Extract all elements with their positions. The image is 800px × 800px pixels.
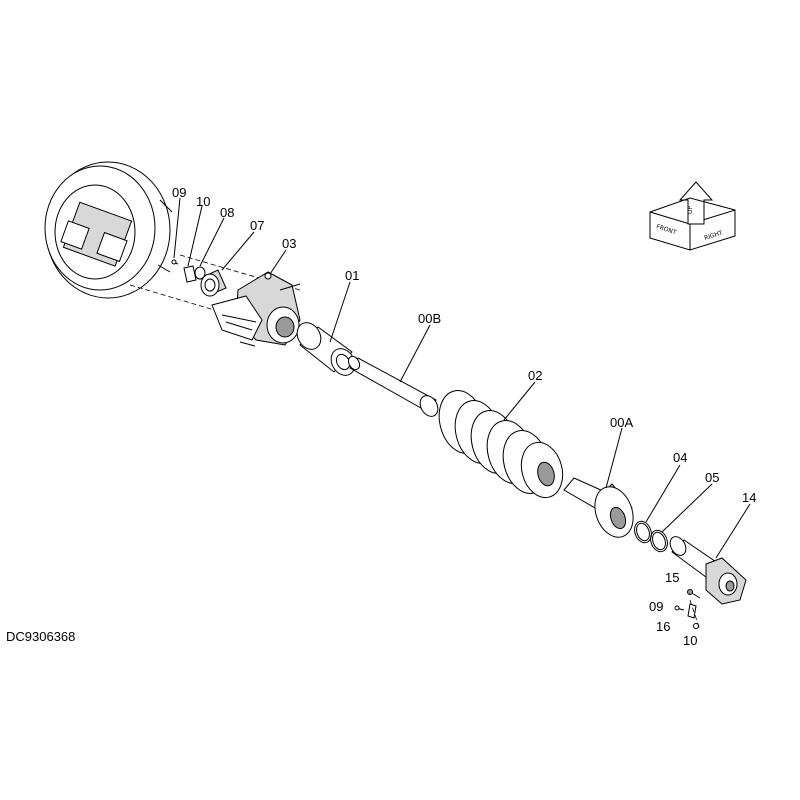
bushing-07 — [200, 269, 227, 297]
part-label-02: 02 — [528, 368, 542, 383]
rod-00B — [347, 355, 439, 417]
part-label-09-lower: 09 — [649, 599, 663, 614]
part-label-09: 09 — [172, 185, 186, 200]
part-label-16: 16 — [656, 619, 670, 634]
part-label-00B: 00B — [418, 311, 441, 326]
idler-wheel — [44, 161, 173, 299]
bolt-09a — [171, 259, 179, 265]
part-label-14: 14 — [742, 490, 756, 505]
cylinder-00A — [563, 477, 634, 538]
part-label-10: 10 — [196, 194, 210, 209]
part-label-00A: 00A — [610, 415, 633, 430]
yoke-03 — [211, 271, 301, 347]
plate-10a — [183, 265, 197, 283]
sleeve-01 — [296, 322, 356, 376]
part-label-08: 08 — [220, 205, 234, 220]
part-label-15: 15 — [665, 570, 679, 585]
bolt-15 — [687, 589, 701, 599]
part-label-10-lower: 10 — [683, 633, 697, 648]
orientation-symbol: UP FRONT RIGHT — [649, 181, 736, 251]
spring-02 — [438, 390, 564, 499]
part-label-05: 05 — [705, 470, 719, 485]
ring-04 — [634, 520, 652, 544]
part-label-01: 01 — [345, 268, 359, 283]
ring-08 — [194, 266, 206, 280]
part-labels: 09 10 08 07 03 01 00B 02 00A 04 05 14 15… — [172, 185, 756, 648]
part-label-03: 03 — [282, 236, 296, 251]
ring-05 — [650, 529, 668, 553]
part-label-04: 04 — [673, 450, 687, 465]
plate-16 — [687, 603, 697, 619]
bracket-14 — [669, 536, 747, 605]
bracket-axis — [689, 599, 701, 631]
part-label-07: 07 — [250, 218, 264, 233]
orientation-up-text: UP — [687, 206, 694, 214]
drawing-code: DC9306368 — [6, 629, 75, 644]
bolt-09b — [674, 605, 685, 611]
leader-lines — [173, 197, 751, 559]
